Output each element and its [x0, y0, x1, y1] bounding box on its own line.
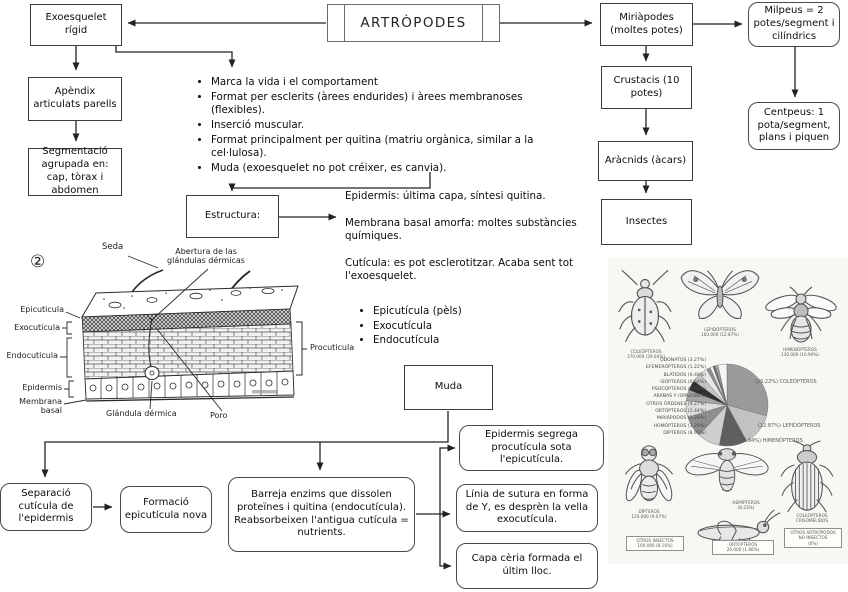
pie-label: EFEMERÓPTEROS (1.22%) — [646, 365, 706, 371]
figure-number: ② — [30, 252, 46, 272]
figure-label-seda: Seda — [102, 242, 124, 252]
node-label: Epidermis segrega procutícula sota l'epi… — [484, 428, 579, 466]
figure-label-glandula: Glándula dérmica — [106, 409, 177, 418]
node-label: Milpeus = 2 potes/segment i cilíndrics — [753, 5, 835, 42]
grasshopper-illustration — [697, 509, 781, 550]
pie-label-himenopteros: (10.94%) HIMENÓPTEROS — [738, 438, 803, 444]
pie-label: HOMÓPTEROS (3.28%) — [653, 423, 707, 429]
node-insectes: Insectes — [601, 199, 692, 245]
fly-illustration — [624, 445, 674, 502]
node-miriapodes: Miriàpodes (moltes potes) — [600, 3, 693, 46]
note-epidermis: Epidermis: última capa, síntesi quitina. — [345, 190, 546, 202]
node-crustacis: Crustacis (10 potes) — [601, 66, 692, 109]
bullet-item: Endocutícula — [373, 334, 553, 348]
pie-label-coleopteros: (29.22%) COLEÓPTEROS — [755, 379, 817, 385]
node-label: Capa cèria formada el últim lloc. — [471, 553, 583, 577]
note-membrana-basal: Membrana basal amorfa: moltes substàncie… — [345, 216, 577, 243]
exoskeleton-bullet-list: Marca la vida i el comportamentFormat pe… — [196, 76, 563, 177]
caption-beetle: COLEÓPTEROS 370.000 (29.84%) — [627, 349, 665, 360]
node-label: Aràcnids (àcars) — [604, 154, 687, 166]
node-label: Muda — [434, 381, 463, 393]
node-label: Formació epicutícula nova — [124, 496, 208, 521]
pie-label: ODONATOS (3.27%) — [660, 358, 706, 363]
bullet-item: Exocutícula — [373, 320, 553, 334]
caption-fly: DÍPTEROS 120.000 (9.07%) — [631, 509, 667, 520]
bullet-item: Format principalment per quitina (matriu… — [211, 134, 563, 161]
figure-label-abertura: Abertura de las glándulas dérmicas — [167, 247, 245, 265]
pie-slice — [726, 363, 769, 416]
bullet-item: Inserció muscular. — [211, 119, 563, 133]
beetle-illustration — [618, 269, 672, 343]
node-label: Miriàpodes (moltes potes) — [610, 11, 683, 36]
node-label: Estructura: — [204, 210, 261, 222]
node-label: Centpeus: 1 pota/segment, plans i piquen — [757, 106, 831, 144]
caption-box-otros-insectos: OTROS INSECTOS 100.000 (8.16%) — [626, 536, 684, 551]
bullet-item: Epicutícula (pèls) — [373, 305, 553, 319]
caption-box-ortopteros: ORTÓPTEROS 20.000 (1.66%) — [712, 540, 774, 555]
pie-label-lepidopteros: (12.87%) LEPIDÓPTEROS — [758, 423, 821, 429]
caption-chrysomelid: COLEÓPTEROS CRISOMÉLIDOS — [795, 513, 829, 524]
node-segmentacio: Segmentació agrupada en: cap, tòrax i ab… — [28, 146, 122, 196]
node-label: Exoesquelet rígid — [45, 12, 107, 36]
node-exoesquelet: Exoesquelet rígid — [30, 4, 122, 46]
node-label: Segmentació agrupada en: cap, tòrax i ab… — [41, 146, 109, 196]
caption-butterfly: LEPIDÓPTEROS 160.000 (12.87%) — [701, 327, 739, 338]
bee-illustration — [765, 286, 837, 343]
figure-label-exocuticula: Exocuticula — [14, 323, 60, 332]
pie-label: DÍPTEROS (8.91%) — [663, 430, 706, 436]
node-label: Barreja enzims que dissolen proteïnes i … — [234, 488, 409, 539]
note-cuticula: Cutícula: es pot esclerotitzar. Acaba se… — [345, 256, 574, 283]
node-label: Crustacis (10 potes) — [613, 74, 680, 99]
node-label: Línia de sutura en forma de Y, es desprè… — [465, 488, 589, 526]
pie-label: ISÓPTEROS (0.54%) — [660, 379, 706, 385]
pie-label: ORTÓPTEROS (1.44%) — [655, 409, 706, 415]
butterfly-illustration — [680, 270, 760, 319]
bullet-item: Format per esclerits (àrees endurides) i… — [211, 91, 563, 118]
node-label: Insectes — [625, 215, 668, 227]
pie-label: OTROS ÓRDENES (4.27%) — [646, 401, 706, 407]
estructura-notes: Epidermis: última capa, síntesi quitina.… — [345, 190, 593, 297]
pie-label: MIRIÁPODOS (1.28%) — [656, 416, 706, 422]
node-label: Separació cutícula de l'epidermis — [18, 487, 74, 525]
caption-cicada: HEMÍPTEROS (8.23%) — [732, 500, 760, 511]
node-label: Apèndix articulats parells — [33, 86, 117, 110]
node-muda: Muda — [404, 365, 493, 410]
node-barreja: Barreja enzims que dissolen proteïnes i … — [228, 477, 415, 552]
caption-box-otros-artropodos: OTROS ARTRÓPODOS NO INSECTOS (6%) — [784, 528, 842, 549]
cicada-illustration — [685, 448, 769, 492]
bullet-item: Marca la vida i el comportament — [211, 76, 563, 90]
node-centpeus: Centpeus: 1 pota/segment, plans i piquen — [748, 102, 840, 150]
pie-label: ARAÑAS Y (OPILIONES) — [653, 394, 706, 400]
pie-slice — [717, 363, 728, 406]
figure-label-poro: Poro — [210, 411, 228, 420]
figure-label-procuticula: Procuticula — [310, 343, 355, 352]
node-segrega: Epidermis segrega procutícula sota l'epi… — [459, 425, 604, 471]
node-formacio: Formació epicutícula nova — [120, 486, 212, 533]
node-milpeus: Milpeus = 2 potes/segment i cilíndrics — [748, 2, 840, 47]
striped-beetle-illustration — [780, 440, 834, 513]
title-node-artropodes: ARTRÒPODES — [327, 4, 500, 42]
node-sutura: Línia de sutura en forma de Y, es desprè… — [456, 484, 598, 532]
cuticle-layers-bullet-list: Epicutícula (pèls)ExocutículaEndocutícul… — [358, 305, 553, 349]
caption-bee: HIMENÓPTEROS 130.000 (10.94%) — [781, 347, 819, 358]
insect-orders-pie-chart — [685, 363, 769, 447]
bullet-item: Muda (exoesquelet no pot créixer, es can… — [211, 162, 563, 176]
node-apendix: Apèndix articulats parells — [28, 77, 122, 121]
node-estructura: Estructura: — [186, 195, 279, 238]
page-title: ARTRÒPODES — [360, 15, 467, 31]
pie-label: BLÁTIDOS (0.48%) — [663, 372, 706, 378]
pie-label: PSOCÓPTEROS (0.98%) — [652, 387, 706, 393]
node-aracnids: Aràcnids (àcars) — [598, 141, 693, 181]
pie-left-labels: ODONATOS (3.27%) EFEMERÓPTEROS (1.22%)BLÁ… — [610, 357, 706, 437]
figure-label-epidermis: Epidermis — [22, 383, 62, 392]
figure-label-endocuticula: Endocuticula — [6, 351, 58, 360]
figure-label-membrana-basal: Membrana basal — [19, 397, 62, 415]
figure-label-epicuticula: Epicuticula — [20, 305, 64, 314]
node-capa-ceria: Capa cèria formada el últim lloc. — [456, 543, 598, 589]
node-separacio: Separació cutícula de l'epidermis — [0, 483, 92, 531]
